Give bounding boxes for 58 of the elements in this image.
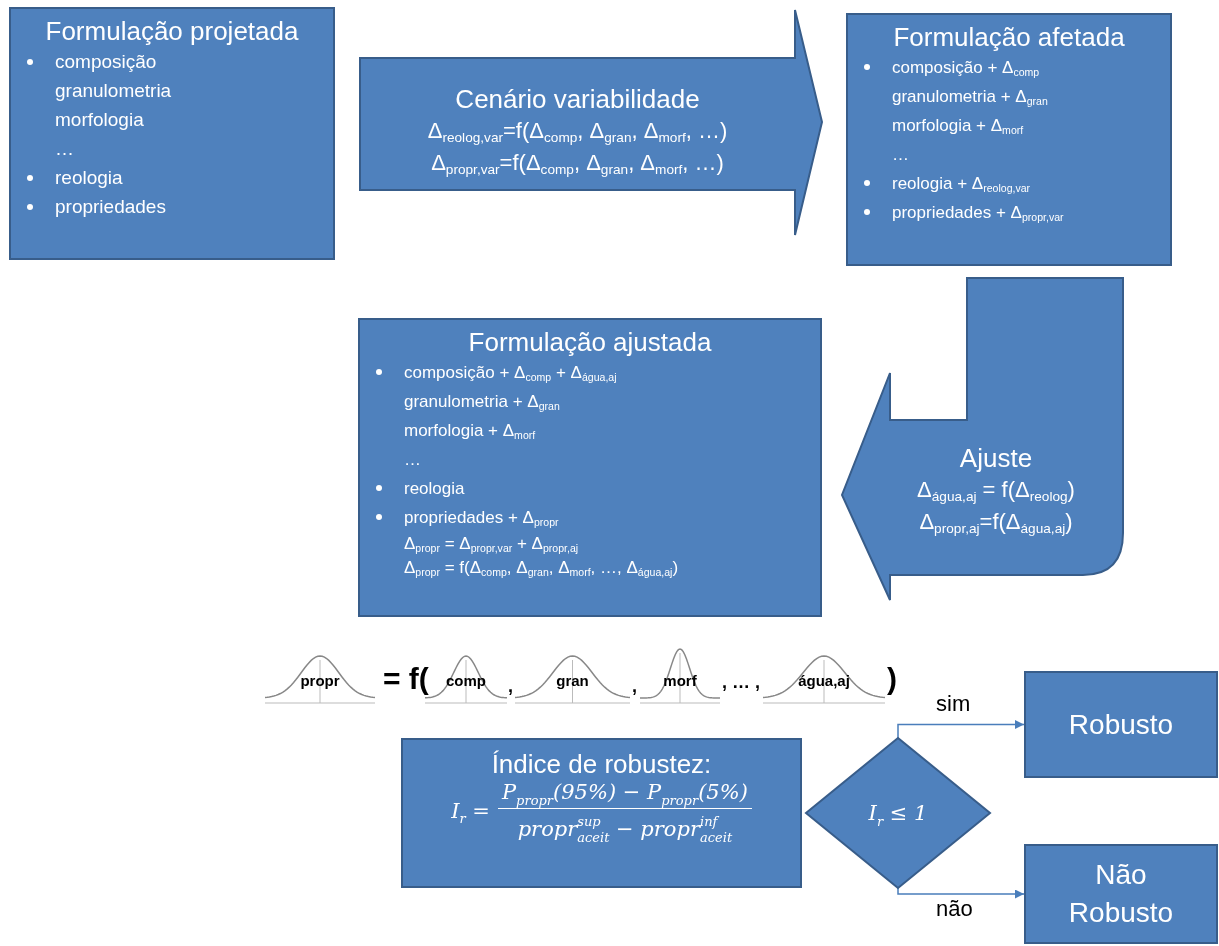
list-item: propriedades + Δ$_{propr}$ [404,507,559,531]
list-item: granulometria + Δ$_{gran}$ [892,86,1048,110]
formula: Δ$_{propr,aj}$=f(Δ$_{água,aj}$) [918,508,1074,538]
list-item: granulometria + Δ$_{gran}$ [404,391,560,415]
equation-symbol: = f( [383,662,429,696]
list-item: morfologia [55,108,144,132]
block-arrow [359,9,824,236]
curve-label: água,aj [797,672,851,689]
formula: Δ$_{água,aj}$ = f(Δ$_{reolog}$) [916,476,1076,506]
list-item: composição + Δ$_{comp}$ [892,57,1040,81]
curve-label: propr [299,672,341,689]
decision-diamond [806,738,990,888]
condition-text: I$_{r}$ ≤ 1 [868,801,928,825]
list-item: propriedades [55,195,166,219]
list-item: morfologia + Δ$_{morf}$ [892,115,1024,139]
formula: Δ$_{propr,var}$=f(Δ$_{comp}$, Δ$_{gran}$, Δ$_{morf}$, …) [430,148,725,179]
connector-arrow [897,720,1025,739]
list-item: … [404,449,421,471]
process-box [358,318,822,617]
formula: Δ$_{propr}$ = f(Δ$_{comp}$, Δ$_{gran}$, Δ$_{morf}$, …, Δ$_{água,aj}$) [404,557,679,580]
formula-numerator: P$_{propr}$(95%) − P$_{propr}$(5%) [497,780,752,809]
equation-symbol: ) [887,662,897,696]
process-box [846,13,1172,266]
list-item: reologia [55,166,123,190]
list-item: granulometria [55,79,172,103]
result-box [1024,671,1218,778]
box-title: Formulação afetada [892,21,1126,53]
box-title: Formulação projetada [44,15,300,47]
formula: Δ$_{propr}$ = Δ$_{propr,var}$ + Δ$_{propr,aj}$ [404,533,579,556]
curve-label: gran [555,672,590,689]
connector-arrow [897,887,1025,899]
list-item: propriedades + Δ$_{propr,var}$ [892,202,1064,226]
list-item: reologia [404,478,465,500]
list-item: composição + Δ$_{comp}$ + Δ$_{água,aj}$ [404,362,617,386]
edge-label: não [936,896,973,922]
curve-label: comp [445,672,487,689]
box-title: Cenário variabilidade [454,82,701,115]
process-box [401,738,802,888]
result-text: Não Robusto [1067,858,1175,930]
curve-label: morf [662,672,698,689]
result-text: Robusto [1068,707,1174,742]
equation-symbol: , [508,676,513,697]
list-item: composição [55,50,157,74]
list-item: … [55,137,74,161]
process-box [9,7,335,260]
list-item: reologia + Δ$_{reolog,var}$ [892,173,1031,197]
list-item: morfologia + Δ$_{morf}$ [404,420,536,444]
result-box [1024,844,1218,944]
box-title: Formulação ajustada [467,326,713,358]
equation-symbol: , … , [722,672,760,693]
formula: Δ$_{reolog,var}$=f(Δ$_{comp}$, Δ$_{gran}$, Δ$_{morf}$, …) [426,116,729,147]
box-title: Índice de robustez: [491,748,712,780]
equation-symbol: , [632,676,637,697]
box-title: Ajuste [958,442,1034,474]
list-item: … [892,144,909,166]
edge-label: sim [936,690,971,717]
block-arrow [841,277,1124,601]
formula: I$_{r}$ = [451,798,490,823]
